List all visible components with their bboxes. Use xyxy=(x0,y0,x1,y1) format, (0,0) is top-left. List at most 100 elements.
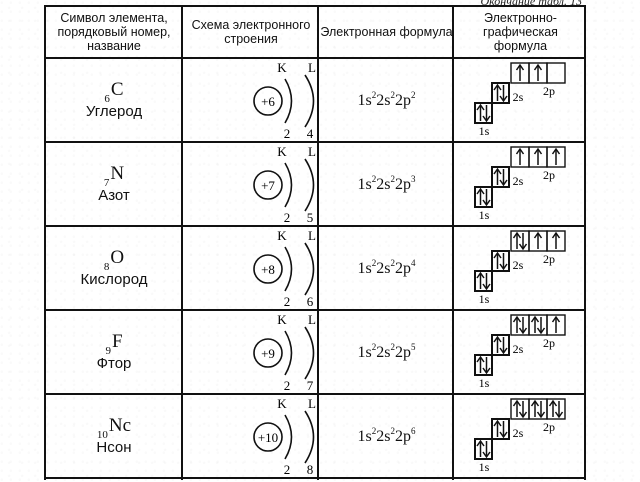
orbital-2s-up-arrow xyxy=(493,251,502,269)
nucleus-charge: +6 xyxy=(261,94,275,109)
electron-formula: 1s22s22p2 xyxy=(357,90,416,109)
orbital-2s-up-arrow xyxy=(493,167,502,185)
orbital-1s-up-arrow xyxy=(476,271,485,289)
label-2s: 2s xyxy=(513,90,524,104)
orbital-2p-2-up-arrow xyxy=(530,399,540,417)
orbital-2p-box-3 xyxy=(546,230,566,252)
element-symbol: 7N xyxy=(104,163,125,190)
label-1s: 1s xyxy=(479,208,490,222)
orbital-1s-box xyxy=(474,438,493,460)
orbital-2p-3-up-arrow xyxy=(551,231,561,249)
shell-l-count: 5 xyxy=(307,210,314,225)
element-name: Нсон xyxy=(96,439,132,456)
header-scheme: Схема электронного строения xyxy=(191,18,311,46)
element-symbol: 6C xyxy=(104,79,124,106)
symbol-text: N xyxy=(110,163,125,184)
element-cell: 6C Углерод xyxy=(46,59,182,141)
label-1s: 1s xyxy=(479,376,490,390)
orbital-2p-3-up-arrow xyxy=(551,315,561,333)
orbital-2s-box xyxy=(491,418,510,440)
shell-l-arc xyxy=(304,242,315,296)
shell-k-arc xyxy=(284,78,293,124)
orbital-2p-box-3 xyxy=(546,146,566,168)
electron-formula-cell: 1s22s22p4 xyxy=(320,227,453,309)
label-2s: 2s xyxy=(513,174,524,188)
shell-k-count: 2 xyxy=(284,462,291,477)
electron-formula-cell: 1s22s22p5 xyxy=(320,311,453,393)
label-2s: 2s xyxy=(513,258,524,272)
shell-k-label: K xyxy=(277,60,287,75)
orbital-1s-down-arrow xyxy=(482,105,491,123)
shell-scheme-diagram: K L +10 2 8 xyxy=(253,396,316,477)
orbital-1s-down-arrow xyxy=(482,357,491,375)
label-2s: 2s xyxy=(513,426,524,440)
nucleus-circle xyxy=(253,422,283,452)
shell-l-count: 7 xyxy=(307,378,314,393)
element-cell: 10Nc Нсон xyxy=(46,395,182,477)
shell-k-count: 2 xyxy=(284,294,291,309)
shell-l-arc xyxy=(304,74,315,128)
shell-k-label: K xyxy=(277,228,287,243)
orbital-2s-down-arrow xyxy=(499,337,508,355)
shell-k-arc xyxy=(284,162,293,208)
label-2p: 2p xyxy=(543,84,555,98)
shell-k-label: K xyxy=(277,396,287,411)
nucleus-charge: +9 xyxy=(261,346,275,361)
orbital-2p-1-up-arrow xyxy=(512,399,522,417)
orbital-2p-3-down-arrow xyxy=(554,401,564,419)
label-2p: 2p xyxy=(543,252,555,266)
element-name: Углерод xyxy=(85,103,143,120)
atomic-number: 9 xyxy=(105,345,111,357)
atomic-number: 10 xyxy=(96,429,108,441)
element-cell: 9F Фтор xyxy=(46,311,182,393)
orbital-2s-box xyxy=(491,82,510,104)
header-symbol: Символ элемента, порядковый номер, назва… xyxy=(57,11,171,53)
atomic-number: 6 xyxy=(104,93,110,105)
symbol-text: C xyxy=(110,79,124,100)
orbital-1s-up-arrow xyxy=(476,103,485,121)
shell-scheme-diagram: K L +8 2 6 xyxy=(253,228,316,309)
orbital-2p-box-3 xyxy=(546,62,566,84)
orbital-2s-box xyxy=(491,250,510,272)
orbital-2s-down-arrow xyxy=(499,169,508,187)
shell-l-arc xyxy=(304,410,315,464)
orbital-2p-2-up-arrow xyxy=(530,315,540,333)
orbital-diagram: 1s 2s 2p xyxy=(474,62,566,138)
orbital-2s-down-arrow xyxy=(499,421,508,439)
shell-l-arc xyxy=(304,326,315,380)
shell-l-count: 8 xyxy=(307,462,314,477)
shell-l-arc xyxy=(304,158,315,212)
shell-scheme-cell: K L +9 2 7 xyxy=(184,311,318,393)
shell-scheme-diagram: K L +6 2 4 xyxy=(253,60,316,141)
orbital-2p-1-down-arrow xyxy=(518,401,528,419)
orbital-2p-box-1 xyxy=(510,230,530,252)
orbital-1s-up-arrow xyxy=(476,187,485,205)
label-1s: 1s xyxy=(479,124,490,138)
label-2p: 2p xyxy=(543,168,555,182)
orbital-1s-down-arrow xyxy=(482,273,491,291)
shell-l-label: L xyxy=(308,228,316,243)
orbital-1s-up-arrow xyxy=(476,439,485,457)
shell-scheme-diagram: K L +9 2 7 xyxy=(253,312,316,393)
orbital-2s-down-arrow xyxy=(499,253,508,271)
atomic-number: 8 xyxy=(103,261,110,273)
orbital-2s-box xyxy=(491,166,510,188)
orbital-2p-1-up-arrow xyxy=(515,147,525,165)
element-name: Кислород xyxy=(80,271,148,288)
label-1s: 1s xyxy=(479,460,490,474)
shell-l-label: L xyxy=(308,144,316,159)
orbital-2s-up-arrow xyxy=(493,419,502,437)
orbital-2p-box-2 xyxy=(528,398,548,420)
orbital-1s-box xyxy=(474,102,493,124)
orbital-2p-1-up-arrow xyxy=(512,231,522,249)
orbital-2p-2-up-arrow xyxy=(533,231,543,249)
electron-formula-cell: 1s22s22p3 xyxy=(320,143,453,225)
orbital-diagram-cell: 1s 2s 2p xyxy=(455,59,586,141)
